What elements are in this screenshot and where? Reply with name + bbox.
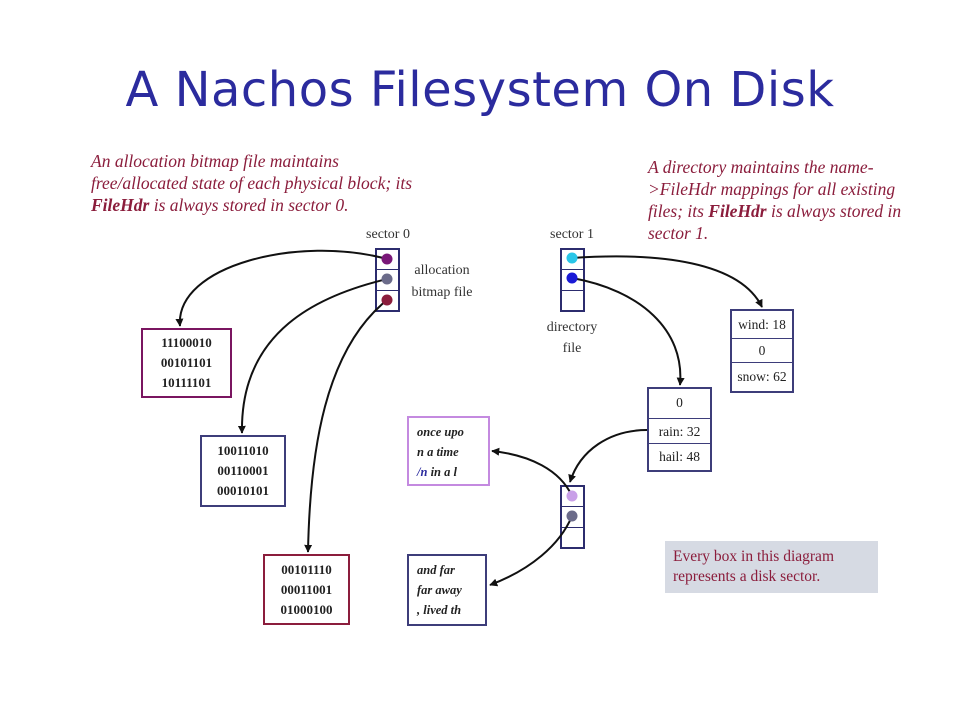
- header-slot: [562, 487, 583, 507]
- bitmap-block-3: 00101110 00011001 01000100: [263, 554, 350, 625]
- entry-sector: 18: [772, 317, 786, 332]
- entry-name: snow:: [737, 369, 770, 384]
- directory-note: A directory maintains the name->FileHdr …: [648, 156, 918, 244]
- entry-name: wind:: [738, 317, 769, 332]
- file-data-line: , lived th: [417, 603, 462, 617]
- bitmap-row: 00010101: [217, 483, 269, 498]
- bitmap-row: 00101110: [281, 562, 332, 577]
- pointer-file-header: [568, 429, 648, 483]
- bitmap-row: 00011001: [280, 582, 333, 597]
- header-slot: [377, 250, 398, 270]
- dot-blue-icon: [566, 272, 578, 284]
- dot-purple-icon: [381, 253, 393, 265]
- file-data-line: once upo: [417, 425, 464, 439]
- dot-cyan-icon: [566, 252, 578, 264]
- directory-block-1: 0 rain: 32 hail: 48: [647, 387, 712, 472]
- sector-note-box: Every box in this diagram represents a d…: [665, 541, 878, 593]
- directory-entry: rain: 32: [649, 419, 710, 444]
- dot-gray-icon: [381, 273, 393, 285]
- bitmap-row: 01000100: [280, 602, 333, 617]
- directory-entry: hail: 48: [649, 444, 710, 470]
- newline-escape: /n: [417, 465, 428, 479]
- directory-entry-empty: 0: [732, 339, 792, 363]
- directory-note-text-end: is always stored in sector 1.: [648, 201, 902, 243]
- bitmap-row: 00110001: [217, 463, 269, 478]
- entry-name: rain:: [658, 424, 684, 439]
- directory-note-bold: FileHdr: [708, 201, 767, 221]
- bitmap-row: 10111101: [161, 375, 212, 390]
- file-data-line: far away: [417, 583, 462, 597]
- entry-sector: 32: [686, 424, 701, 439]
- bitmap-row: 00101101: [160, 355, 213, 370]
- pointer-file-data-block-1: [491, 447, 573, 497]
- file-data-line: /n in a l: [417, 462, 488, 482]
- file-data-block-1: once upo n a time /n in a l: [407, 416, 490, 486]
- directory-label-line2: file: [562, 341, 582, 356]
- header-slot: [562, 250, 583, 270]
- directory-block-2: wind: 18 0 snow: 62: [730, 309, 794, 393]
- directory-entry-empty: 0: [649, 389, 710, 419]
- pointer-directory-block-2: [571, 255, 763, 308]
- directory-entry: wind: 18: [732, 311, 792, 339]
- directory-note-text: A directory maintains the name->FileHdr …: [648, 157, 896, 221]
- bitmap-block-1: 11100010 00101101 10111101: [141, 328, 232, 398]
- page-title: A Nachos Filesystem On Disk: [125, 62, 835, 118]
- sector1-label: sector 1: [550, 227, 594, 242]
- header-slot: [377, 270, 398, 291]
- entry-sector: 48: [686, 449, 700, 464]
- dot-lilac-icon: [566, 490, 578, 502]
- file-data-line: n a time: [417, 445, 459, 459]
- bitmap-note-text: An allocation bitmap file maintains free…: [91, 151, 413, 193]
- pointer-directory-block-1: [571, 277, 685, 386]
- file-data-line: and far: [417, 563, 455, 577]
- allocation-label-line1: allocation: [414, 263, 470, 278]
- dot-gray-icon: [566, 510, 578, 522]
- bitmap-note: An allocation bitmap file maintains free…: [91, 150, 421, 216]
- bitmap-block-2: 10011010 00110001 00010101: [200, 435, 286, 507]
- bitmap-note-text-end: is always stored in sector 0.: [149, 195, 349, 215]
- file-data-block-2: and far far away , lived th: [407, 554, 487, 626]
- header-slot: [562, 270, 583, 291]
- entry-sector: 62: [773, 369, 787, 384]
- directory-entry: snow: 62: [732, 363, 792, 391]
- dot-crimson-icon: [381, 294, 393, 306]
- pointer-bitmap-block-1: [175, 249, 388, 327]
- pointer-file-data-block-2: [489, 515, 573, 587]
- bitmap-row: 11100010: [161, 335, 212, 350]
- bitmap-row: 10011010: [217, 443, 269, 458]
- entry-name: hail:: [659, 449, 684, 464]
- allocation-label-line2: bitmap file: [411, 285, 473, 300]
- header-slot: [562, 507, 583, 528]
- pointer-bitmap-block-2: [237, 278, 388, 434]
- directory-label-line1: directory: [546, 320, 598, 335]
- pointer-bitmap-block-3: [304, 299, 388, 553]
- sector0-label: sector 0: [366, 227, 410, 242]
- bitmap-note-bold: FileHdr: [91, 195, 150, 215]
- file-data-fragment: in a l: [427, 465, 457, 479]
